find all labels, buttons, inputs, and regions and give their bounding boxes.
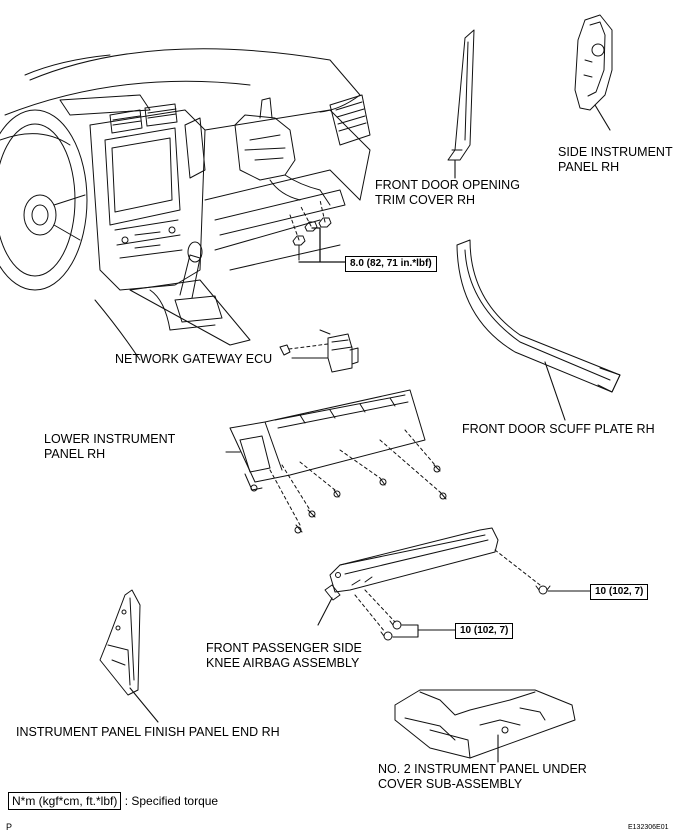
scuff-plate-illustration xyxy=(456,239,621,421)
label-line: SIDE INSTRUMENT xyxy=(558,145,673,159)
label-finish-panel-end: INSTRUMENT PANEL FINISH PANEL END RH xyxy=(16,725,280,739)
finish-panel-illustration xyxy=(99,589,159,723)
torque-box-bolt-a: 10 (102, 7) xyxy=(590,584,649,600)
gateway-ecu-illustration xyxy=(279,329,359,373)
dashboard-illustration xyxy=(0,48,371,361)
label-line: LOWER INSTRUMENT xyxy=(44,432,176,446)
label-line: KNEE AIRBAG ASSEMBLY xyxy=(206,656,360,670)
label-side-instrument-panel: SIDE INSTRUMENT PANEL RH xyxy=(558,145,673,175)
label-knee-airbag-assembly: FRONT PASSENGER SIDE KNEE AIRBAG ASSEMBL… xyxy=(206,641,362,671)
side-panel-illustration xyxy=(574,14,613,131)
label-line: FRONT DOOR OPENING xyxy=(375,178,520,192)
label-door-opening-trim: FRONT DOOR OPENING TRIM COVER RH xyxy=(375,178,520,208)
label-line: COVER SUB-ASSEMBLY xyxy=(378,777,523,791)
dash-fasteners xyxy=(289,199,346,263)
label-line: PANEL RH xyxy=(44,447,106,461)
figure-code: E132306E01 xyxy=(628,824,669,831)
torque-legend: N*m (kgf*cm, ft.*lbf) : Specified torque xyxy=(8,792,219,810)
door-opening-trim-illustration xyxy=(447,29,475,179)
knee-airbag-illustration xyxy=(317,527,591,641)
label-line: FRONT PASSENGER SIDE xyxy=(206,641,362,655)
lower-panel-screws xyxy=(269,429,447,534)
legend-unit-box: N*m (kgf*cm, ft.*lbf) xyxy=(8,792,122,810)
label-network-gateway-ecu: NETWORK GATEWAY ECU xyxy=(115,352,273,366)
label-lower-instrument-panel: LOWER INSTRUMENT PANEL RH xyxy=(44,432,175,462)
lower-panel-illustration xyxy=(225,389,426,492)
label-under-cover-sub-assembly: NO. 2 INSTRUMENT PANEL UNDER COVER SUB-A… xyxy=(378,762,587,792)
label-line: NO. 2 INSTRUMENT PANEL UNDER xyxy=(378,762,587,776)
under-cover-illustration xyxy=(394,689,576,763)
torque-box-bolt-b: 10 (102, 7) xyxy=(455,623,514,639)
legend-text: : Specified torque xyxy=(124,794,219,808)
label-line: PANEL RH xyxy=(558,160,620,174)
label-line: TRIM COVER RH xyxy=(375,193,475,207)
torque-box-nut: 8.0 (82, 71 in.*lbf) xyxy=(345,256,437,272)
footer-left-mark: P xyxy=(6,822,13,832)
label-front-door-scuff-plate: FRONT DOOR SCUFF PLATE RH xyxy=(462,422,655,436)
